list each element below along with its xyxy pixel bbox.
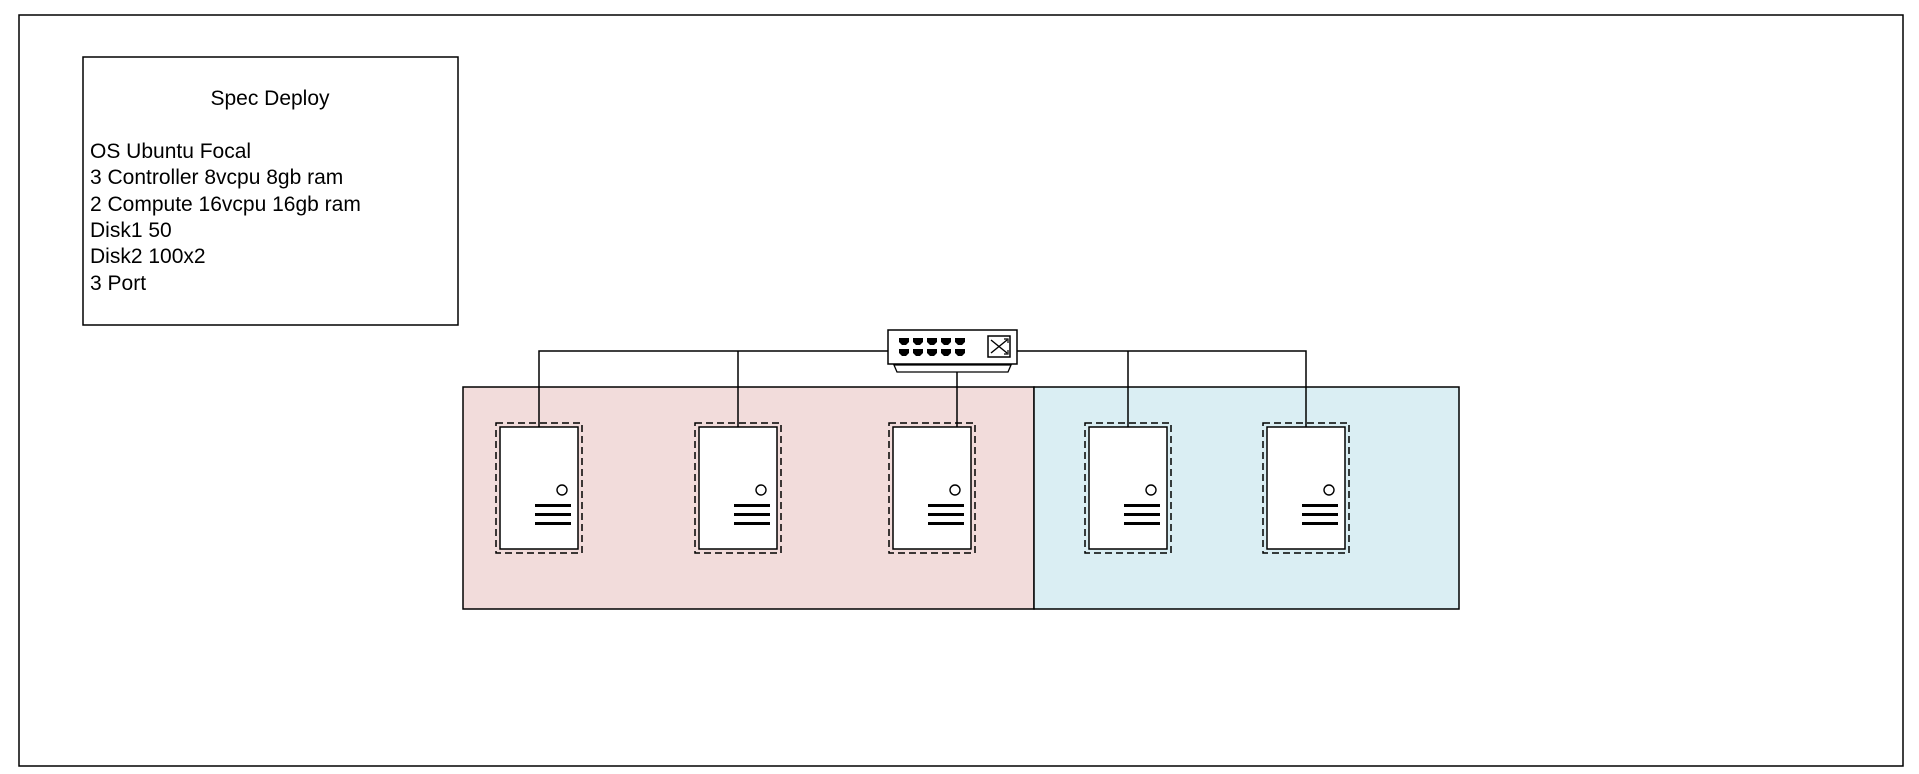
- spec-line-controller: 3 Controller 8vcpu 8gb ram: [90, 166, 343, 189]
- switch-crossover-icon: [987, 335, 1011, 358]
- spec-line-disk2: Disk2 100x2: [90, 245, 206, 268]
- spec-line-os: OS Ubuntu Focal: [90, 140, 251, 163]
- server-tower-icon: [1262, 422, 1350, 554]
- link-controller-1: [538, 350, 888, 427]
- link-compute-1: [1017, 350, 1307, 427]
- spec-line-compute: 2 Compute 16vcpu 16gb ram: [90, 193, 361, 216]
- network-switch-icon: [887, 329, 1018, 373]
- server-tower-icon: [1084, 422, 1172, 554]
- spec-line-disk1: Disk1 50: [90, 219, 172, 242]
- spec-line-port: 3 Port: [90, 272, 146, 295]
- server-tower-icon: [694, 422, 782, 554]
- spec-box-border: [82, 56, 459, 326]
- server-tower-icon: [888, 422, 976, 554]
- switch-ports: [899, 338, 965, 356]
- spec-box-title: Spec Deploy: [210, 87, 330, 110]
- switch-base: [893, 364, 1012, 373]
- spec-box: Spec Deploy OS Ubuntu Focal 3 Controller…: [82, 56, 459, 326]
- server-tower-icon: [495, 422, 583, 554]
- network-links: [538, 350, 1307, 427]
